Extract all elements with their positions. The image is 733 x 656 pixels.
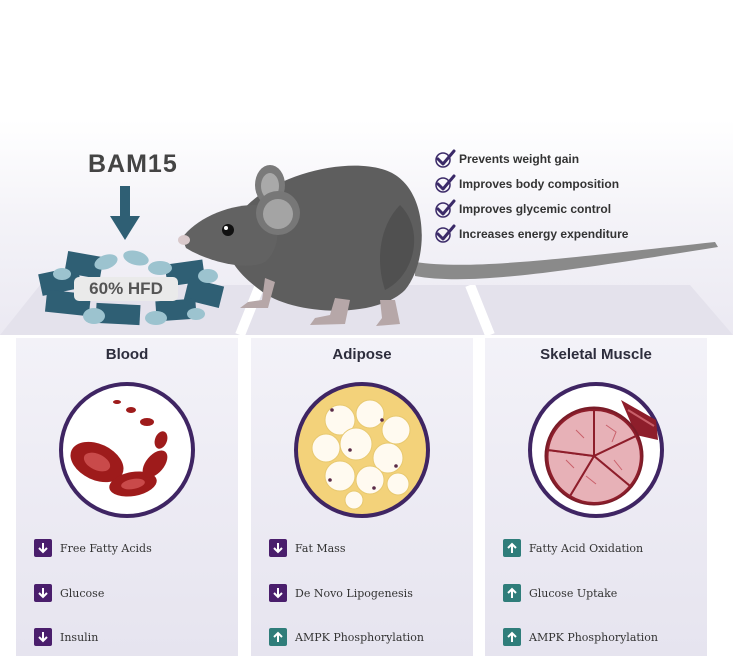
metric-item: Glucose [34,583,234,603]
benefit-label: Prevents weight gain [459,151,580,166]
checkmark-icon [435,149,456,168]
metric-label: De Novo Lipogenesis [295,586,413,600]
metric-label: AMPK Phosphorylation [295,630,425,644]
benefits-list: Prevents weight gain Improves body compo… [434,146,628,246]
checkmark-icon [435,199,456,218]
panel-title: Blood [105,346,149,363]
benefit-item: Prevents weight gain [434,146,628,171]
metric-label: Glucose [60,586,105,600]
down-arrow-icon [34,539,52,557]
floor-perspective [0,285,733,335]
metric-item: Free Fatty Acids [34,538,234,558]
benefit-item: Improves glycemic control [434,196,628,221]
down-arrow-icon [110,186,140,240]
metric-item: Fat Mass [269,538,469,558]
diet-label: 60% HFD [74,277,178,301]
adipocytes-illustration [294,382,430,518]
benefit-label: Improves glycemic control [459,201,612,216]
checkmark-icon [435,174,456,193]
up-arrow-icon [503,584,521,602]
down-arrow-icon [269,539,287,557]
metric-item: Glucose Uptake [503,583,703,603]
benefit-item: Improves body composition [434,171,628,196]
metric-label: Fatty Acid Oxidation [529,541,644,555]
metric-label: Glucose Uptake [529,586,618,600]
panel-skeletal-muscle: Skeletal Muscle Fatty Acid Oxidation Glu [485,338,707,656]
benefit-label: Improves body composition [459,176,620,191]
metric-label: Free Fatty Acids [60,541,152,555]
checkmark-icon [435,224,456,243]
panel-title: Adipose [332,346,392,363]
up-arrow-icon [503,628,521,646]
metric-item: AMPK Phosphorylation [269,627,469,647]
metric-item: De Novo Lipogenesis [269,583,469,603]
metric-item: AMPK Phosphorylation [503,627,703,647]
metric-item: Fatty Acid Oxidation [503,538,703,558]
metric-item: Insulin [34,627,234,647]
down-arrow-icon [269,584,287,602]
metric-label: AMPK Phosphorylation [529,630,659,644]
mouse-illustration [178,165,718,326]
blood-cells-illustration [59,382,195,518]
panel-adipose: Adipose Fat Mass De Novo Lipogenes [251,338,473,656]
panel-blood: Blood Free Fatty Acids Glucose Insulin [16,338,238,656]
benefit-label: Increases energy expenditure [459,226,629,241]
metric-label: Fat Mass [295,541,346,555]
up-arrow-icon [269,628,287,646]
drug-name: BAM15 [88,150,178,178]
metric-label: Insulin [60,630,99,644]
up-arrow-icon [503,539,521,557]
down-arrow-icon [34,584,52,602]
benefit-item: Increases energy expenditure [434,221,628,246]
down-arrow-icon [34,628,52,646]
panel-title: Skeletal Muscle [540,346,652,363]
muscle-fiber-illustration [528,382,664,518]
